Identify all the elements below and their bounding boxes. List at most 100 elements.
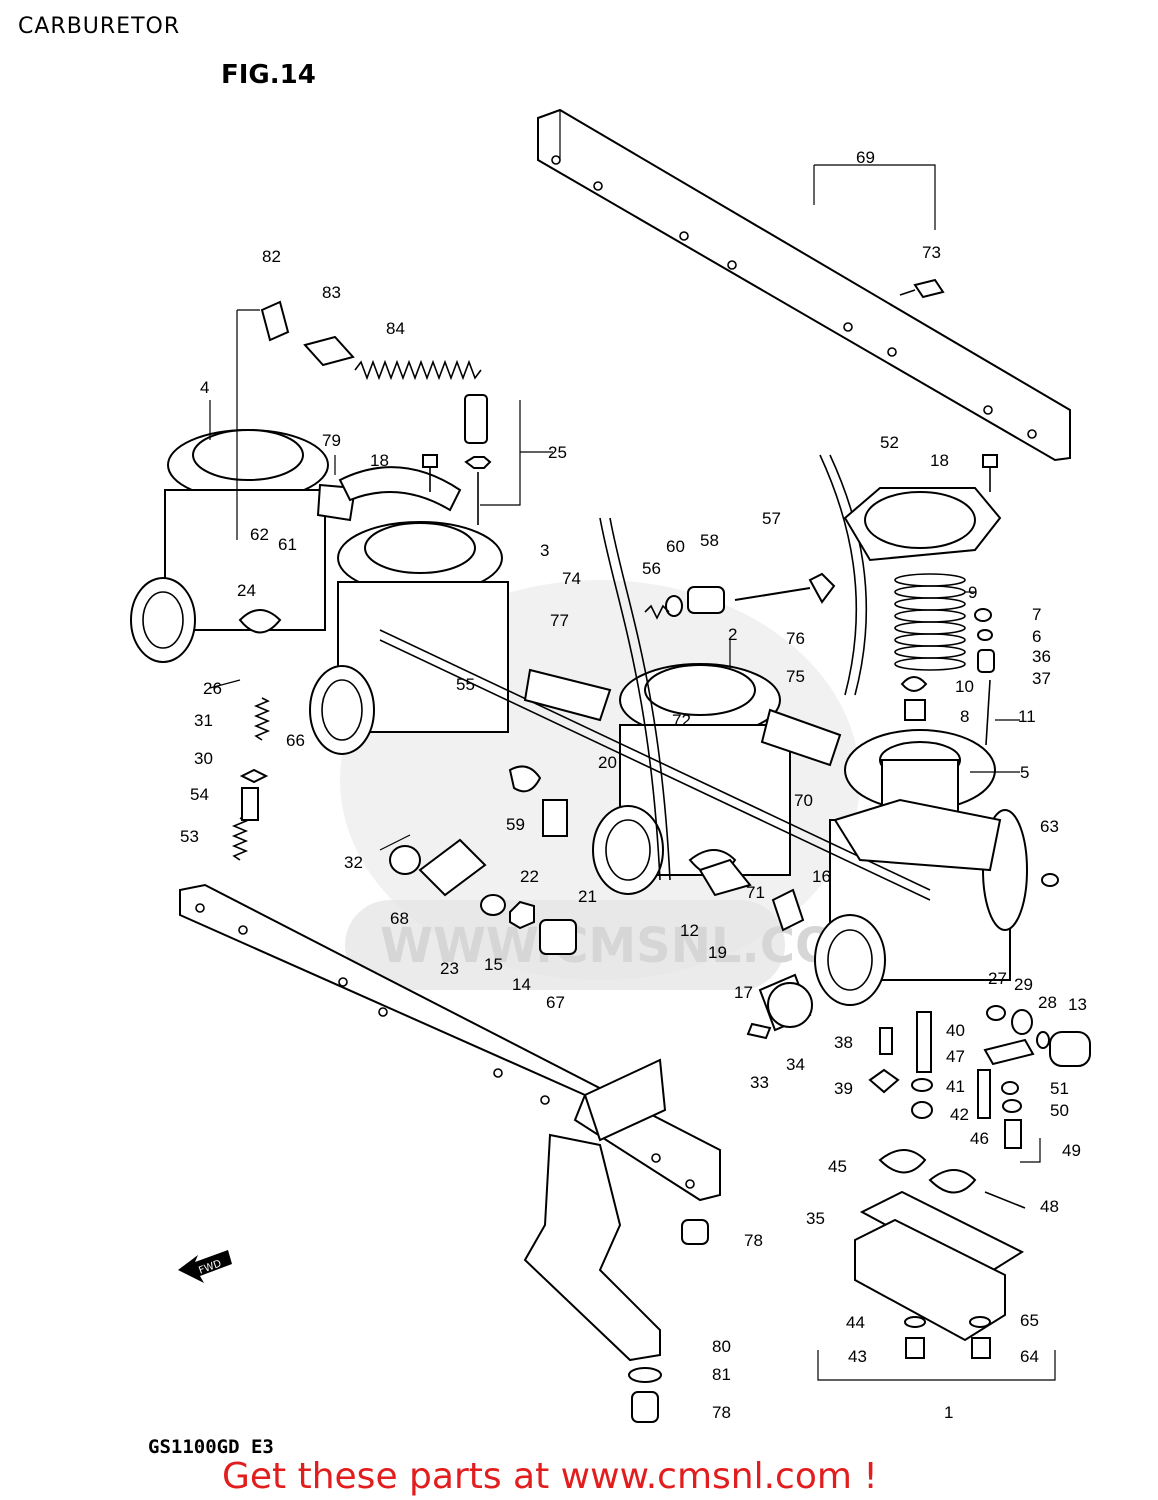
callout-78a: 78	[744, 1231, 763, 1250]
spring-31	[253, 697, 271, 741]
callout-18a: 18	[370, 451, 389, 470]
callout-31: 31	[194, 711, 213, 730]
callout-2: 2	[728, 625, 737, 644]
diaphragm-piston-5	[833, 729, 1002, 872]
callout-29: 29	[1014, 975, 1033, 994]
callout-45: 45	[828, 1157, 847, 1176]
cta-link[interactable]: Get these parts at www.cmsnl.com !	[222, 1456, 878, 1497]
callout-43: 43	[848, 1347, 867, 1366]
callout-38: 38	[834, 1033, 853, 1052]
carburetor-body-4	[130, 429, 329, 663]
callout-67: 67	[546, 993, 565, 1012]
callout-76: 76	[786, 629, 805, 648]
callout-61: 61	[278, 535, 297, 554]
vent-hose-74b	[609, 517, 671, 881]
fwd-arrow-icon: FWD	[178, 1250, 232, 1283]
callout-49: 49	[1062, 1141, 1081, 1160]
callout-32: 32	[344, 853, 363, 872]
callout-53: 53	[180, 827, 199, 846]
spring-84	[354, 359, 482, 381]
callout-48: 48	[1040, 1197, 1059, 1216]
callout-34: 34	[786, 1055, 805, 1074]
throttle-shaft	[379, 629, 931, 901]
callout-73: 73	[922, 243, 941, 262]
callout-72: 72	[672, 711, 691, 730]
callout-46: 46	[970, 1129, 989, 1148]
callout-50: 50	[1050, 1101, 1069, 1120]
callout-69: 69	[856, 148, 875, 167]
callout-21: 21	[578, 887, 597, 906]
callout-51: 51	[1050, 1079, 1069, 1098]
callout-56: 56	[642, 559, 661, 578]
bottom-mounting-plate	[179, 883, 721, 1362]
callout-81: 81	[712, 1365, 731, 1384]
spring-53	[231, 817, 249, 861]
callout-7: 7	[1032, 605, 1041, 624]
callout-80: 80	[712, 1337, 731, 1356]
callout-23: 23	[440, 959, 459, 978]
bolts-78-81	[628, 1219, 709, 1423]
callout-37: 37	[1032, 669, 1051, 688]
callout-4: 4	[200, 378, 209, 397]
callout-70: 70	[794, 791, 813, 810]
carburetor-body-3	[309, 521, 509, 755]
model-code: GS1100GD E3	[148, 1436, 274, 1458]
callout-16: 16	[812, 867, 831, 886]
callout-24: 24	[237, 581, 256, 600]
callout-63: 63	[1040, 817, 1059, 836]
callout-40: 40	[946, 1021, 965, 1040]
callout-14: 14	[512, 975, 531, 994]
callout-83: 83	[322, 283, 341, 302]
callout-75: 75	[786, 667, 805, 686]
callout-22: 22	[520, 867, 539, 886]
callout-44: 44	[846, 1313, 865, 1332]
callout-66: 66	[286, 731, 305, 750]
callout-17: 17	[734, 983, 753, 1002]
callout-3: 3	[540, 541, 549, 560]
carburetor-body-2	[592, 663, 791, 895]
callout-10: 10	[955, 677, 974, 696]
callout-41: 41	[946, 1077, 965, 1096]
callout-65: 65	[1020, 1311, 1039, 1330]
callout-62: 62	[250, 525, 269, 544]
spring-9	[894, 573, 966, 671]
callout-68: 68	[390, 909, 409, 928]
top-bracket	[537, 108, 1071, 462]
callout-15: 15	[484, 955, 503, 974]
page-title: CARBURETOR	[18, 14, 181, 39]
callout-71: 71	[746, 883, 765, 902]
watermark-text: WWW.CMSNL.COM	[380, 918, 884, 974]
callout-59: 59	[506, 815, 525, 834]
callout-77: 77	[550, 611, 569, 630]
callout-27: 27	[988, 969, 1007, 988]
callout-55: 55	[456, 675, 475, 694]
callout-60: 60	[666, 537, 685, 556]
leader-lines	[209, 164, 1056, 1381]
jet-needle-11	[985, 679, 991, 746]
callout-6: 6	[1032, 627, 1041, 646]
callout-12: 12	[680, 921, 699, 940]
callout-26: 26	[203, 679, 222, 698]
callout-64: 64	[1020, 1347, 1039, 1366]
callout-47: 47	[946, 1047, 965, 1066]
float-bowl	[854, 1149, 1025, 1359]
callout-57: 57	[762, 509, 781, 528]
callout-1: 1	[944, 1403, 953, 1422]
top-cap-52	[843, 487, 1002, 562]
callout-39: 39	[834, 1079, 853, 1098]
fuel-pipe	[316, 483, 842, 767]
vent-hose-74	[599, 517, 661, 881]
callout-11: 11	[1018, 707, 1036, 726]
callout-20: 20	[598, 753, 617, 772]
callout-35: 35	[806, 1209, 825, 1228]
callout-18b: 18	[930, 451, 949, 470]
callout-28: 28	[1038, 993, 1057, 1012]
vent-hose-76	[819, 454, 858, 696]
callout-30: 30	[194, 749, 213, 768]
callout-84: 84	[386, 319, 405, 338]
callout-9: 9	[968, 583, 977, 602]
callout-74: 74	[562, 569, 581, 588]
callout-8: 8	[960, 707, 969, 726]
callout-58: 58	[700, 531, 719, 550]
